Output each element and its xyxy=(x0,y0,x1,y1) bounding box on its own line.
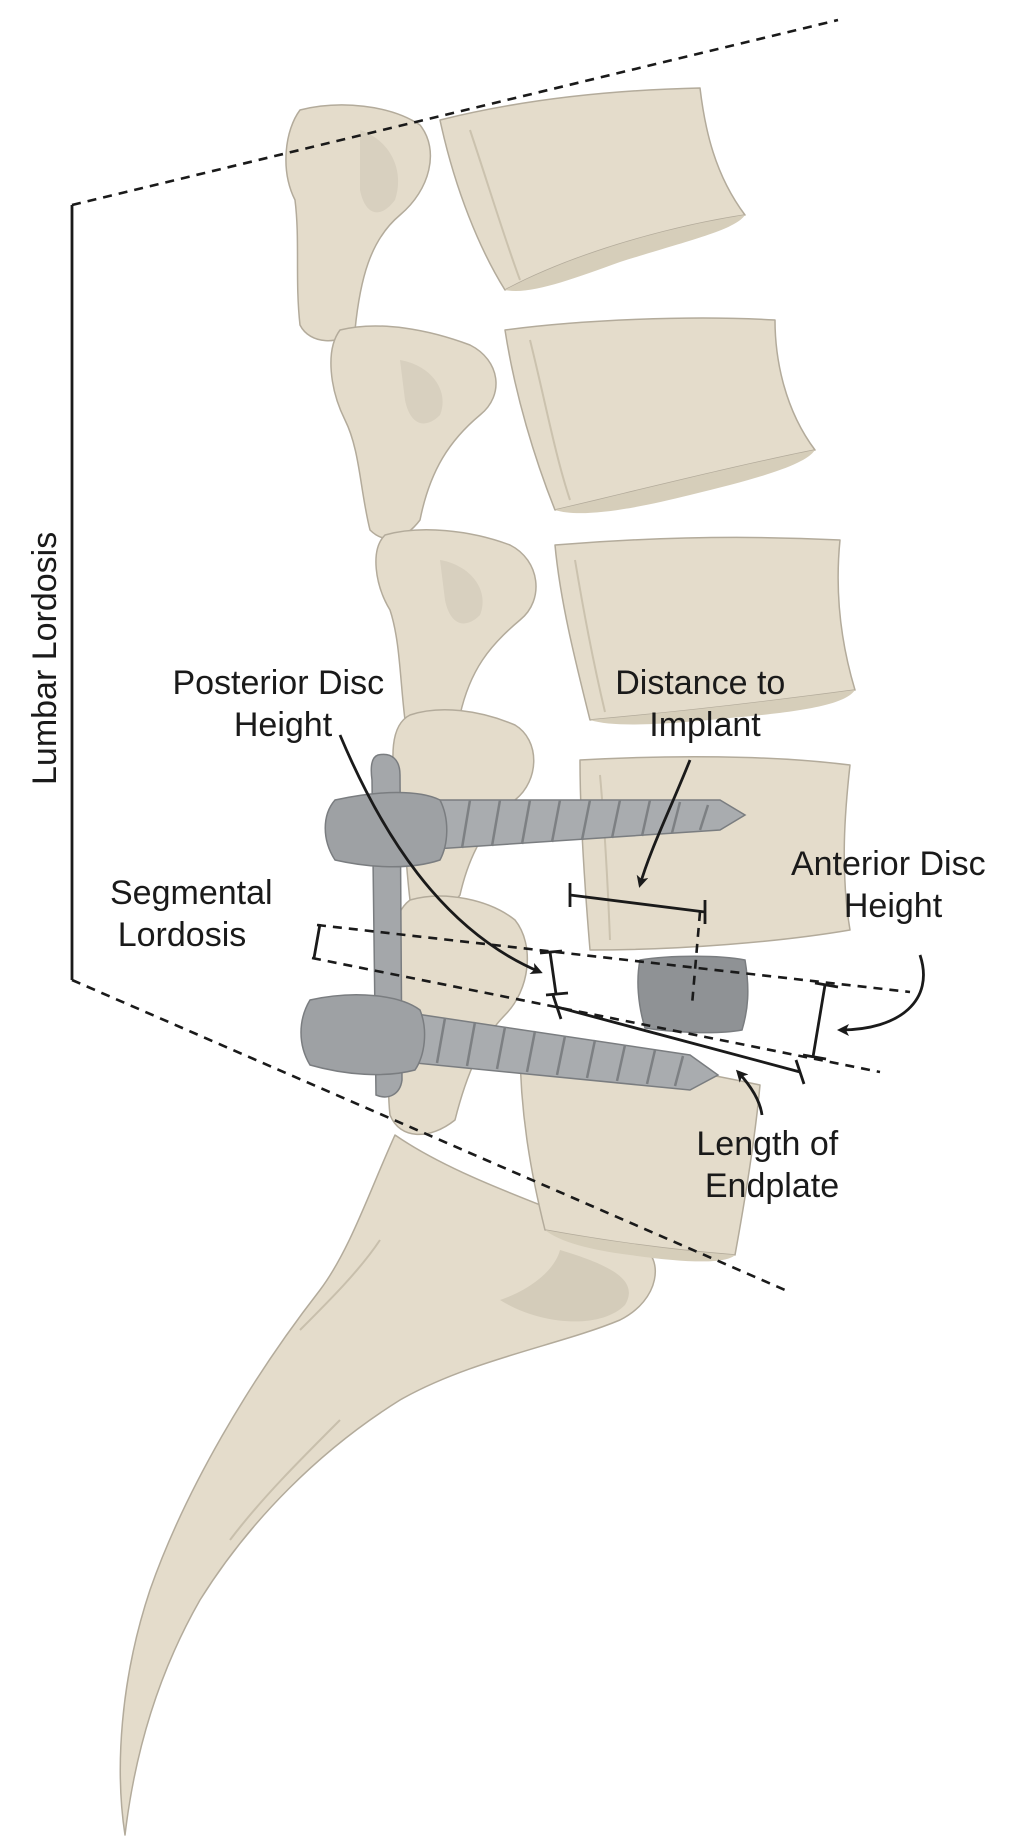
measurement-overlay xyxy=(70,18,925,1292)
anterior-disc-height-label: Anterior Disc Height xyxy=(791,845,995,925)
lumbar-lordosis-lower-line xyxy=(71,978,786,1292)
sacrum xyxy=(119,1134,656,1836)
posterior-disc-height-arrow xyxy=(338,734,543,975)
vertebra-l1 xyxy=(439,87,746,291)
distance-to-implant-bar xyxy=(569,893,706,914)
vertebra-l3 xyxy=(554,536,856,725)
vertebra-l2 xyxy=(504,317,816,514)
anterior-disc-height-bar xyxy=(811,984,827,1058)
pedicle-screw-rod-construct xyxy=(300,753,747,1098)
length-of-endplate-bar xyxy=(556,1005,801,1074)
distance-to-implant-label: Distance to Implant xyxy=(615,664,795,744)
segmental-lordosis-lower-line xyxy=(311,956,881,1074)
posterior-disc-height-label: Posterior Disc Height xyxy=(172,664,393,744)
vertebral-bodies xyxy=(439,87,856,1262)
length-of-endplate-arrow xyxy=(735,1069,764,1116)
lower-screw-head xyxy=(300,994,426,1076)
lumbar-lordosis-upper-line xyxy=(71,18,839,207)
segmental-lordosis-upper-line xyxy=(316,923,911,994)
segmental-lordosis-label: Segmental Lordosis xyxy=(110,874,282,954)
anterior-disc-height-arrow xyxy=(837,954,925,1036)
distance-to-implant-arrow xyxy=(636,759,692,888)
labels: Lumbar Lordosis Posterior Disc Height Di… xyxy=(26,532,995,1205)
length-of-endplate-label: Length of Endplate xyxy=(696,1125,847,1205)
posterior-disc-height-bar xyxy=(548,951,558,995)
lumbar-lordosis-label: Lumbar Lordosis xyxy=(26,532,64,785)
segmental-lordosis-marker xyxy=(312,923,322,959)
